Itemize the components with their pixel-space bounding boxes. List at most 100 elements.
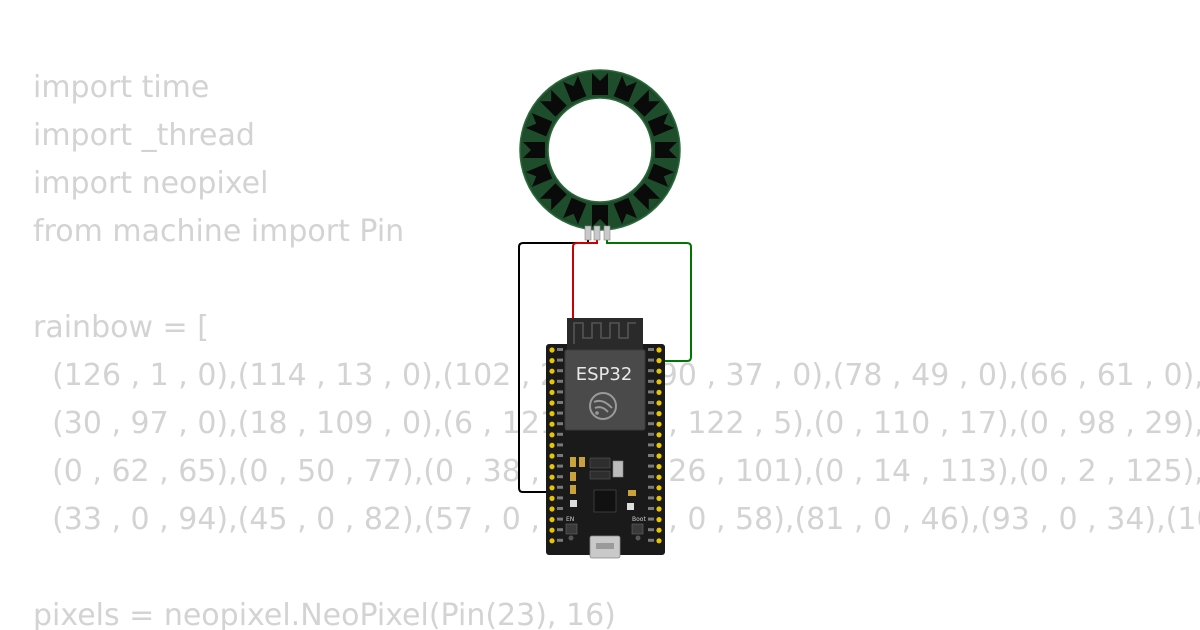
header-pin[interactable] (656, 389, 662, 395)
header-pin[interactable] (549, 527, 555, 533)
pin-header-left (549, 347, 555, 544)
pin-silkscreen-mark (648, 379, 654, 383)
ring-pixel (592, 205, 608, 227)
header-pin[interactable] (549, 506, 555, 512)
pin-header-right (656, 347, 662, 544)
en-label: EN (566, 516, 574, 523)
pin-silkscreen-mark (557, 538, 563, 542)
header-pin[interactable] (549, 538, 555, 544)
pin-silkscreen-mark (648, 454, 654, 457)
pin-silkscreen-mark (648, 422, 654, 426)
pin-silkscreen-mark (557, 496, 563, 500)
espressif-logo-icon (589, 392, 617, 420)
header-pin[interactable] (656, 464, 662, 470)
pin-silkscreen-mark (648, 496, 654, 500)
header-pin[interactable] (656, 495, 662, 501)
header-pin[interactable] (549, 464, 555, 470)
pin-silkscreen-mark (557, 507, 563, 510)
header-pin[interactable] (549, 421, 555, 427)
header-pin[interactable] (656, 506, 662, 512)
header-pin[interactable] (549, 495, 555, 501)
ring-connector (584, 225, 611, 241)
pin-silkscreen-mark (648, 464, 654, 468)
ring-pixel (647, 113, 675, 137)
ring-inner-edge (547, 97, 653, 203)
ring-pixel (523, 142, 545, 158)
header-pin[interactable] (656, 379, 662, 385)
ring-pixel (655, 142, 677, 158)
ring-pixel (563, 197, 587, 225)
pin-silkscreen-mark (557, 454, 563, 457)
header-pin[interactable] (656, 368, 662, 374)
esp32-board[interactable]: ESP32 EN Boot (546, 318, 665, 559)
header-pin[interactable] (656, 474, 662, 480)
header-pin[interactable] (656, 485, 662, 491)
ring-pixel (613, 75, 637, 103)
pin-silkscreen-mark (648, 538, 654, 542)
antenna-trace (573, 322, 636, 344)
chip-label: ESP32 (576, 364, 633, 385)
pin-silkscreen-mark (557, 348, 563, 351)
pin-silkscreen-mark (648, 485, 654, 489)
header-pin[interactable] (656, 411, 662, 417)
header-pin[interactable] (656, 453, 662, 459)
pin-silkscreen-mark (557, 379, 563, 383)
pin-silkscreen-mark (648, 528, 654, 532)
pin-silkscreen-mark (648, 390, 654, 394)
pin-silkscreen-mark (557, 401, 563, 404)
header-pin[interactable] (656, 517, 662, 523)
header-pin[interactable] (549, 517, 555, 523)
header-pin[interactable] (549, 358, 555, 364)
pin-silkscreen-mark (648, 358, 654, 362)
header-pin[interactable] (656, 358, 662, 364)
board-components (565, 457, 644, 541)
pin-silkscreen-mark (557, 464, 563, 468)
pin-silkscreen-mark (648, 401, 654, 404)
header-pin[interactable] (549, 389, 555, 395)
ring-pixel (592, 73, 608, 95)
pin-silkscreen-mark (557, 358, 563, 362)
header-pin[interactable] (656, 421, 662, 427)
ring-pixel (613, 197, 637, 225)
header-pin[interactable] (549, 347, 555, 353)
pin-silkscreen-mark (648, 432, 654, 436)
header-pin[interactable] (656, 527, 662, 533)
pin-silkscreen-mark (648, 348, 654, 351)
pin-silkscreen-mark (557, 485, 563, 489)
pin-silkscreen-mark (648, 475, 654, 479)
pin-silkscreen-mark (648, 517, 654, 521)
header-pin[interactable] (549, 400, 555, 406)
header-pin[interactable] (549, 368, 555, 374)
header-pin[interactable] (549, 453, 555, 459)
pin-silkscreen-mark (557, 443, 563, 447)
pin-silkscreen-mark (557, 411, 563, 415)
pin-silkscreen-mark (648, 443, 654, 447)
header-pin[interactable] (656, 538, 662, 544)
header-pin[interactable] (549, 485, 555, 491)
header-pin[interactable] (656, 347, 662, 353)
ring-pixel (647, 163, 675, 187)
pin-silkscreen-mark (557, 432, 563, 436)
pin-silkscreen-mark (648, 507, 654, 510)
neopixel-ring[interactable] (519, 69, 681, 241)
pin-silkscreen-mark (557, 369, 563, 373)
header-pin[interactable] (656, 400, 662, 406)
header-pin[interactable] (656, 442, 662, 448)
ring-pixel (563, 75, 587, 103)
wire-data[interactable] (606, 232, 692, 362)
header-pin[interactable] (656, 432, 662, 438)
pin-silkscreen-mark (557, 390, 563, 394)
pin-silkscreen-mark (648, 411, 654, 415)
header-pin[interactable] (549, 442, 555, 448)
pin-labels-left (557, 348, 563, 542)
header-pin[interactable] (549, 411, 555, 417)
shield-can (564, 349, 646, 431)
pin-silkscreen-mark (648, 369, 654, 373)
pin-silkscreen-mark (557, 422, 563, 426)
ring-pixel (525, 113, 553, 137)
header-pin[interactable] (549, 432, 555, 438)
header-pin[interactable] (549, 379, 555, 385)
header-pin[interactable] (549, 474, 555, 480)
wire-gnd[interactable] (518, 232, 589, 493)
